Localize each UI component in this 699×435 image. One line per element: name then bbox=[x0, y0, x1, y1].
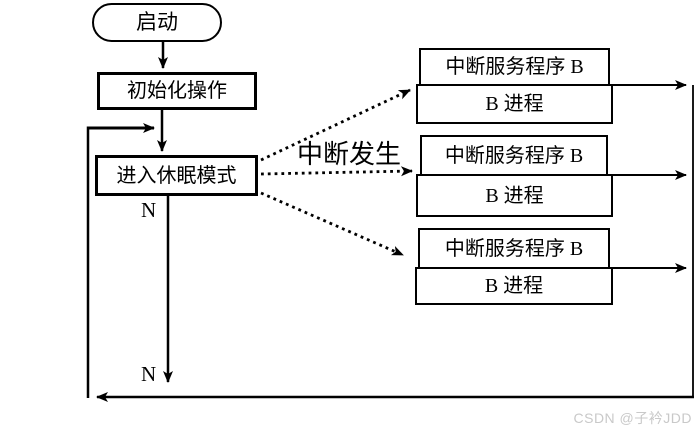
isr-2-process-box: B 进程 bbox=[416, 174, 613, 217]
csdn-watermark: CSDN @子衿JDD bbox=[573, 410, 692, 426]
isr-2-service-box: 中断服务程序 B bbox=[420, 135, 608, 176]
isr-1-service-label: 中断服务程序 B bbox=[445, 56, 584, 78]
node-sleep: 进入休眠模式 bbox=[95, 155, 258, 196]
edge-interrupt-3 bbox=[260, 191, 404, 257]
n-label-upper: N bbox=[141, 198, 157, 222]
node-sleep-label: 进入休眠模式 bbox=[116, 164, 237, 187]
isr-3-process-box: B 进程 bbox=[415, 267, 613, 305]
node-start-label: 启动 bbox=[136, 10, 178, 34]
n-label-lower: N bbox=[141, 362, 157, 386]
isr-2-process-label: B 进程 bbox=[485, 184, 544, 207]
isr-2-service-label: 中断服务程序 B bbox=[444, 144, 584, 167]
interrupt-occurs-label: 中断发生 bbox=[297, 140, 402, 169]
node-start: 启动 bbox=[92, 3, 222, 42]
isr-3-process-label: B 进程 bbox=[484, 275, 544, 297]
node-init-label: 初始化操作 bbox=[127, 80, 227, 102]
isr-3-service-label: 中断服务程序 B bbox=[444, 237, 584, 260]
isr-3-service-box: 中断服务程序 B bbox=[418, 228, 610, 269]
node-init: 初始化操作 bbox=[97, 72, 257, 110]
edge-interrupt-2 bbox=[260, 166, 413, 177]
isr-1-service-box: 中断服务程序 B bbox=[419, 48, 610, 86]
edge-interrupt-1 bbox=[260, 88, 411, 162]
isr-1-process-box: B 进程 bbox=[416, 84, 613, 124]
isr-1-process-label: B 进程 bbox=[485, 93, 544, 115]
